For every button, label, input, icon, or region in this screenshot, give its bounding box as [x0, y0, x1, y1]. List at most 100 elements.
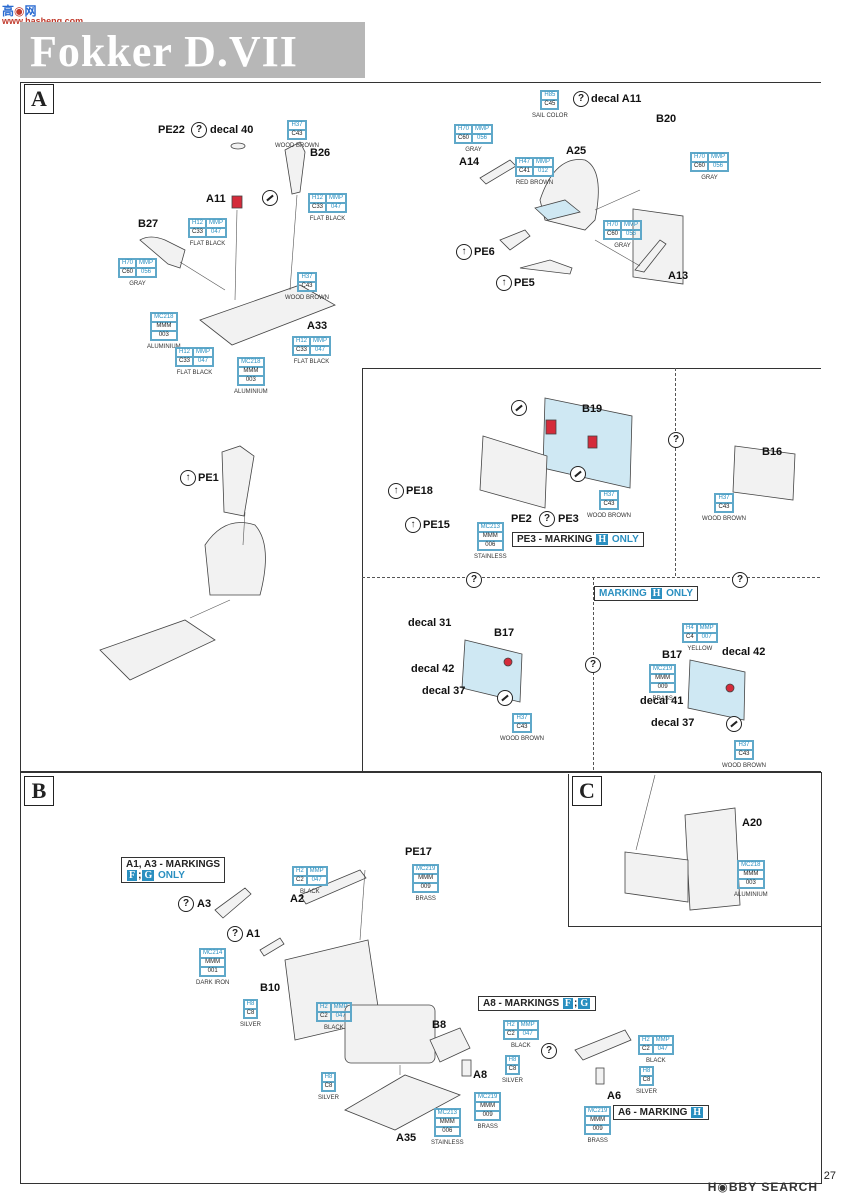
page-number: 27 — [823, 1170, 836, 1182]
part-a11 — [231, 195, 243, 209]
label-pe5: PE5 — [514, 277, 535, 289]
panel-b19-frame — [362, 368, 821, 771]
marking-h-badge: MARKING H ONLY — [594, 586, 698, 601]
part-b8 — [429, 1027, 471, 1063]
site-logo[interactable]: 高◉网 — [2, 2, 37, 19]
label-a13: A13 — [668, 270, 689, 282]
part-a6 — [595, 1067, 605, 1085]
question-icon: ? — [466, 572, 482, 588]
section-c-label: C — [572, 776, 602, 806]
part-pe6 — [499, 229, 531, 251]
label-a1: A1 — [246, 928, 261, 940]
question-icon: ? — [539, 511, 555, 527]
label-decal41: decal 41 — [640, 695, 684, 707]
question-icon: ? — [668, 432, 684, 448]
bend-icon: ↑ — [496, 275, 512, 291]
label-b17-a: B17 — [494, 627, 515, 639]
marking-pe3-badge: PE3 - MARKING H ONLY — [512, 532, 644, 547]
label-b8: B8 — [432, 1019, 447, 1031]
bend-icon: ↑ — [405, 517, 421, 533]
leader-b20 — [594, 189, 641, 211]
section-b-label: B — [24, 776, 54, 806]
part-a2 — [299, 869, 367, 905]
part-a14 — [479, 159, 517, 185]
label-a14: A14 — [459, 156, 480, 168]
label-b16: B16 — [762, 446, 783, 458]
part-b17-b — [687, 659, 746, 721]
leader-b26 — [289, 194, 298, 291]
title-banner — [20, 22, 365, 78]
label-pe22: PE22 — [158, 124, 185, 136]
section-a-frame — [20, 82, 821, 772]
question-icon: ? — [178, 896, 194, 912]
part-pe22 — [230, 142, 246, 150]
label-b20: B20 — [656, 113, 677, 125]
footer-watermark: H◉BBY SEARCH — [707, 1180, 818, 1194]
question-icon: ? — [191, 122, 207, 138]
label-b27: B27 — [138, 218, 159, 230]
part-seat-assembly — [204, 522, 266, 596]
logo-char-3: 网 — [24, 4, 37, 18]
leader-b27 — [179, 261, 226, 291]
label-decal40: decal 40 — [210, 124, 254, 136]
label-a20: A20 — [742, 817, 763, 829]
site-url: www.hasheng.com — [2, 16, 84, 26]
part-b17-a — [461, 639, 523, 703]
label-pe18: PE18 — [406, 485, 433, 497]
page-title: Fokker D.VII — [30, 27, 298, 76]
label-decal37-b: decal 37 — [651, 717, 695, 729]
label-decal-a11: decal A11 — [591, 93, 642, 105]
bend-icon: ↑ — [180, 470, 196, 486]
label-a25: A25 — [566, 145, 587, 157]
label-b10: B10 — [260, 982, 281, 994]
label-pe3: PE3 — [558, 513, 579, 525]
section-a-label: A — [24, 84, 54, 114]
label-decal42-b: decal 42 — [722, 646, 766, 658]
part-a33 — [199, 284, 336, 346]
part-b17-a-knob — [503, 657, 513, 667]
label-a35: A35 — [396, 1132, 417, 1144]
part-b16 — [732, 445, 796, 501]
brush-icon — [570, 466, 586, 482]
leader-floor — [189, 599, 231, 619]
label-a6: A6 — [607, 1090, 622, 1102]
panel-divider-h — [362, 577, 820, 578]
panel-divider-v — [675, 368, 676, 576]
label-decal42-a: decal 42 — [411, 663, 455, 675]
section-c-frame — [568, 774, 821, 927]
label-a11: A11 — [206, 193, 226, 205]
part-a20-panel — [624, 851, 689, 903]
label-pe6: PE6 — [474, 246, 495, 258]
leader-pe17 — [359, 869, 366, 941]
label-decal31: decal 31 — [408, 617, 452, 629]
part-b27 — [139, 236, 186, 269]
part-a13 — [634, 239, 667, 273]
label-a33: A33 — [307, 320, 328, 332]
part-pe5 — [519, 259, 573, 275]
